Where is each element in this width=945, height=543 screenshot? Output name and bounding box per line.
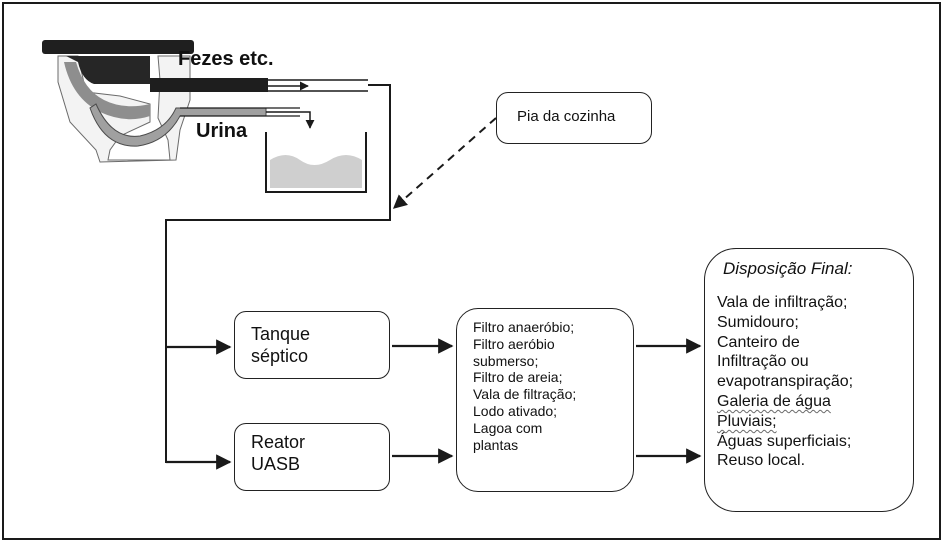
- secondary-item: Filtro de areia;: [473, 369, 563, 386]
- final-disposal-list: Vala de infiltração; Sumidouro; Canteiro…: [717, 293, 853, 471]
- final-disposal-item: Canteiro de: [717, 333, 800, 351]
- final-disposal-item: evapotranspiração;: [717, 373, 854, 391]
- final-disposal-item: Pluviais;: [717, 412, 777, 430]
- secondary-item: Lodo ativado;: [473, 402, 558, 419]
- kitchen-sink-label: Pia da cozinha: [517, 108, 616, 125]
- secondary-item: submerso;: [473, 352, 539, 369]
- final-disposal-item: Sumidouro;: [717, 313, 799, 331]
- secondary-item: Lagoa com: [473, 419, 543, 436]
- septic-tank-label: Tanque séptico: [251, 324, 311, 366]
- final-disposal-title: Disposição Final:: [723, 259, 853, 278]
- kitchen-sink-dashed-arrow: [392, 117, 497, 209]
- final-disposal-item: Águas superficiais;: [717, 432, 852, 450]
- uasb-reactor-label: Reator UASB: [251, 432, 306, 474]
- urine-label: Urina: [196, 120, 248, 142]
- secondary-treatment-box: Filtro anaeróbio; Filtro aeróbio submers…: [456, 308, 634, 492]
- secondary-item: Vala de filtração;: [473, 386, 577, 403]
- secondary-item: Filtro aeróbio: [473, 335, 555, 352]
- final-disposal-item: Reuso local.: [717, 452, 806, 470]
- final-disposal-item: Vala de infiltração;: [717, 294, 848, 311]
- feces-label: Fezes etc.: [178, 48, 274, 70]
- secondary-treatment-list: Filtro anaeróbio; Filtro aeróbio submers…: [473, 319, 576, 453]
- final-disposal-item: Galeria de água: [717, 392, 831, 410]
- secondary-item: plantas: [473, 436, 519, 453]
- toilet-bowl-dark: [66, 56, 150, 84]
- final-disposal-item: Infiltração ou: [717, 353, 809, 371]
- toilet-seat-lid: [42, 40, 194, 54]
- urine-arrow: [266, 111, 315, 129]
- toilet-illustration: [42, 40, 268, 163]
- kitchen-sink-box: Pia da cozinha: [496, 92, 652, 144]
- uasb-reactor-box: Reator UASB: [234, 423, 390, 491]
- final-disposal-box: Disposição Final: Vala de infiltração; S…: [704, 248, 914, 512]
- urine-container: [265, 132, 367, 193]
- toilet-trap-gray: [64, 62, 150, 120]
- feces-pipe-dark: [150, 78, 268, 92]
- septic-tank-box: Tanque séptico: [234, 311, 390, 379]
- secondary-item: Filtro anaeróbio;: [473, 319, 575, 335]
